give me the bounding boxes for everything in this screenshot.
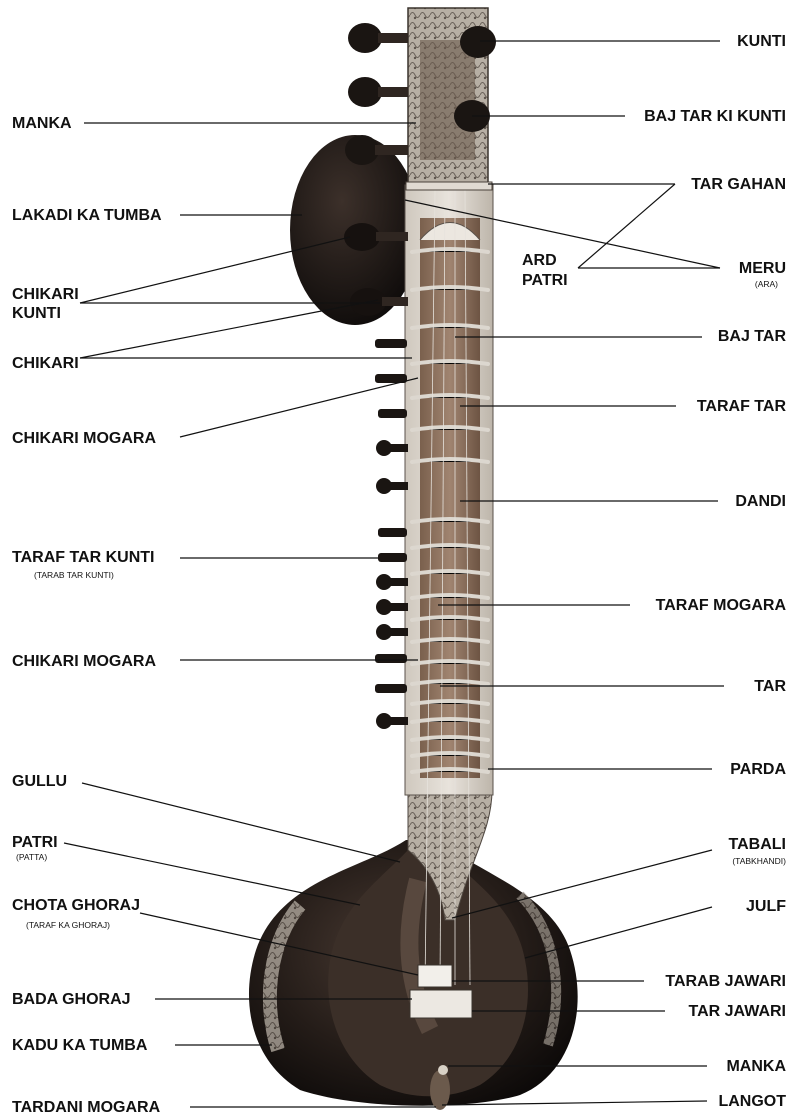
- label-ard-patri-line1: ARD: [522, 251, 557, 270]
- label-manka-top: MANKA: [12, 114, 72, 133]
- label-tarab-jawari: TARAB JAWARI: [665, 972, 786, 991]
- fret: [412, 287, 488, 290]
- label-tardani-mogara: TARDANI MOGARA: [12, 1098, 160, 1117]
- label-ard-patri-line2: PATRI: [522, 271, 568, 290]
- label-meru-sub: (ARA): [755, 279, 778, 289]
- label-taraf-tar-kunti-sub: (TARAB TAR KUNTI): [34, 570, 114, 580]
- leader-chikari-1: [80, 300, 378, 358]
- label-kunti: KUNTI: [737, 32, 786, 51]
- peg-head: [348, 23, 382, 53]
- peg-head: [345, 135, 379, 165]
- label-tabali-sub: (TABKHANDI): [732, 856, 786, 866]
- label-chikari-mogara-upper: CHIKARI MOGARA: [12, 429, 156, 448]
- peg: [378, 528, 407, 537]
- label-baj-tar-ki-kunti: BAJ TAR KI KUNTI: [644, 107, 786, 126]
- tarab-jawari-bridge: [418, 965, 452, 987]
- label-tar-gahan: TAR GAHAN: [691, 175, 786, 194]
- label-langot: LANGOT: [718, 1092, 786, 1111]
- fret: [412, 737, 488, 740]
- peg: [390, 717, 408, 725]
- fret: [412, 427, 488, 430]
- label-dandi: DANDI: [735, 492, 786, 511]
- peg-shaft: [376, 232, 408, 241]
- fret: [412, 639, 488, 642]
- peg: [375, 684, 407, 693]
- label-patri: PATRI: [12, 833, 58, 852]
- peg: [390, 628, 408, 636]
- peg-head: [460, 26, 496, 58]
- peg: [375, 654, 407, 663]
- label-chota-ghoraj-sub: (TARAF KA GHORAJ): [26, 920, 110, 930]
- peg-shaft: [382, 297, 408, 306]
- fret: [412, 361, 488, 364]
- fret: [412, 595, 488, 598]
- label-patri-sub: (PATTA): [16, 852, 47, 862]
- label-tabali: TABALI: [729, 835, 786, 854]
- label-meru: MERU: [739, 259, 786, 278]
- label-baj-tar: BAJ TAR: [718, 327, 786, 346]
- label-taraf-tar: TARAF TAR: [697, 397, 786, 416]
- fret: [412, 753, 488, 756]
- pegbox-inner: [420, 40, 475, 160]
- label-parda: PARDA: [730, 760, 786, 779]
- peg: [376, 574, 392, 590]
- tar-gahan: [406, 182, 492, 190]
- label-bada-ghoraj: BADA GHORAJ: [12, 990, 131, 1009]
- peg-head: [348, 77, 382, 107]
- fret: [412, 325, 488, 328]
- label-gullu: GULLU: [12, 772, 67, 791]
- label-chota-ghoraj: CHOTA GHORAJ: [12, 896, 140, 915]
- peg: [376, 624, 392, 640]
- manka-bottom-bead: [438, 1065, 448, 1075]
- peg: [390, 444, 408, 452]
- fret: [412, 395, 488, 398]
- label-lakadi-ka-tumba: LAKADI KA TUMBA: [12, 206, 162, 225]
- langot: [430, 1070, 450, 1110]
- peg: [375, 339, 407, 348]
- peg: [390, 482, 408, 490]
- tar-jawari-bridge: [410, 990, 472, 1018]
- label-chikari-kunti-line1: CHIKARI: [12, 285, 79, 304]
- label-manka-bottom: MANKA: [726, 1057, 786, 1076]
- label-kadu-ka-tumba: KADU KA TUMBA: [12, 1036, 147, 1055]
- label-taraf-tar-kunti: TARAF TAR KUNTI: [12, 548, 155, 567]
- fret: [412, 459, 488, 462]
- fret: [412, 545, 488, 548]
- fret: [412, 571, 488, 574]
- fret: [412, 661, 488, 664]
- label-taraf-mogara: TARAF MOGARA: [656, 596, 786, 615]
- label-julf: JULF: [746, 897, 786, 916]
- fret: [412, 701, 488, 704]
- fret: [412, 617, 488, 620]
- peg-shaft: [375, 145, 408, 155]
- peg: [378, 553, 407, 562]
- peg: [376, 440, 392, 456]
- fret: [412, 681, 488, 684]
- peg: [376, 713, 392, 729]
- sitar-illustration: [249, 8, 578, 1110]
- peg-shaft: [378, 33, 408, 43]
- label-tar-jawari: TAR JAWARI: [689, 1002, 786, 1021]
- fret: [412, 249, 488, 252]
- peg: [376, 599, 392, 615]
- fret: [412, 519, 488, 522]
- peg: [378, 409, 407, 418]
- peg-shaft: [378, 87, 408, 97]
- fret: [412, 769, 488, 772]
- peg: [390, 578, 408, 586]
- label-tar: TAR: [754, 677, 786, 696]
- peg: [376, 478, 392, 494]
- leader-chikari-mogara-1: [180, 378, 418, 437]
- label-chikari-kunti-line2: KUNTI: [12, 304, 61, 323]
- fret: [412, 719, 488, 722]
- peg: [390, 603, 408, 611]
- label-chikari: CHIKARI: [12, 354, 79, 373]
- side-pegs: [375, 339, 408, 729]
- leader-gullu: [82, 783, 400, 862]
- label-chikari-mogara-lower: CHIKARI MOGARA: [12, 652, 156, 671]
